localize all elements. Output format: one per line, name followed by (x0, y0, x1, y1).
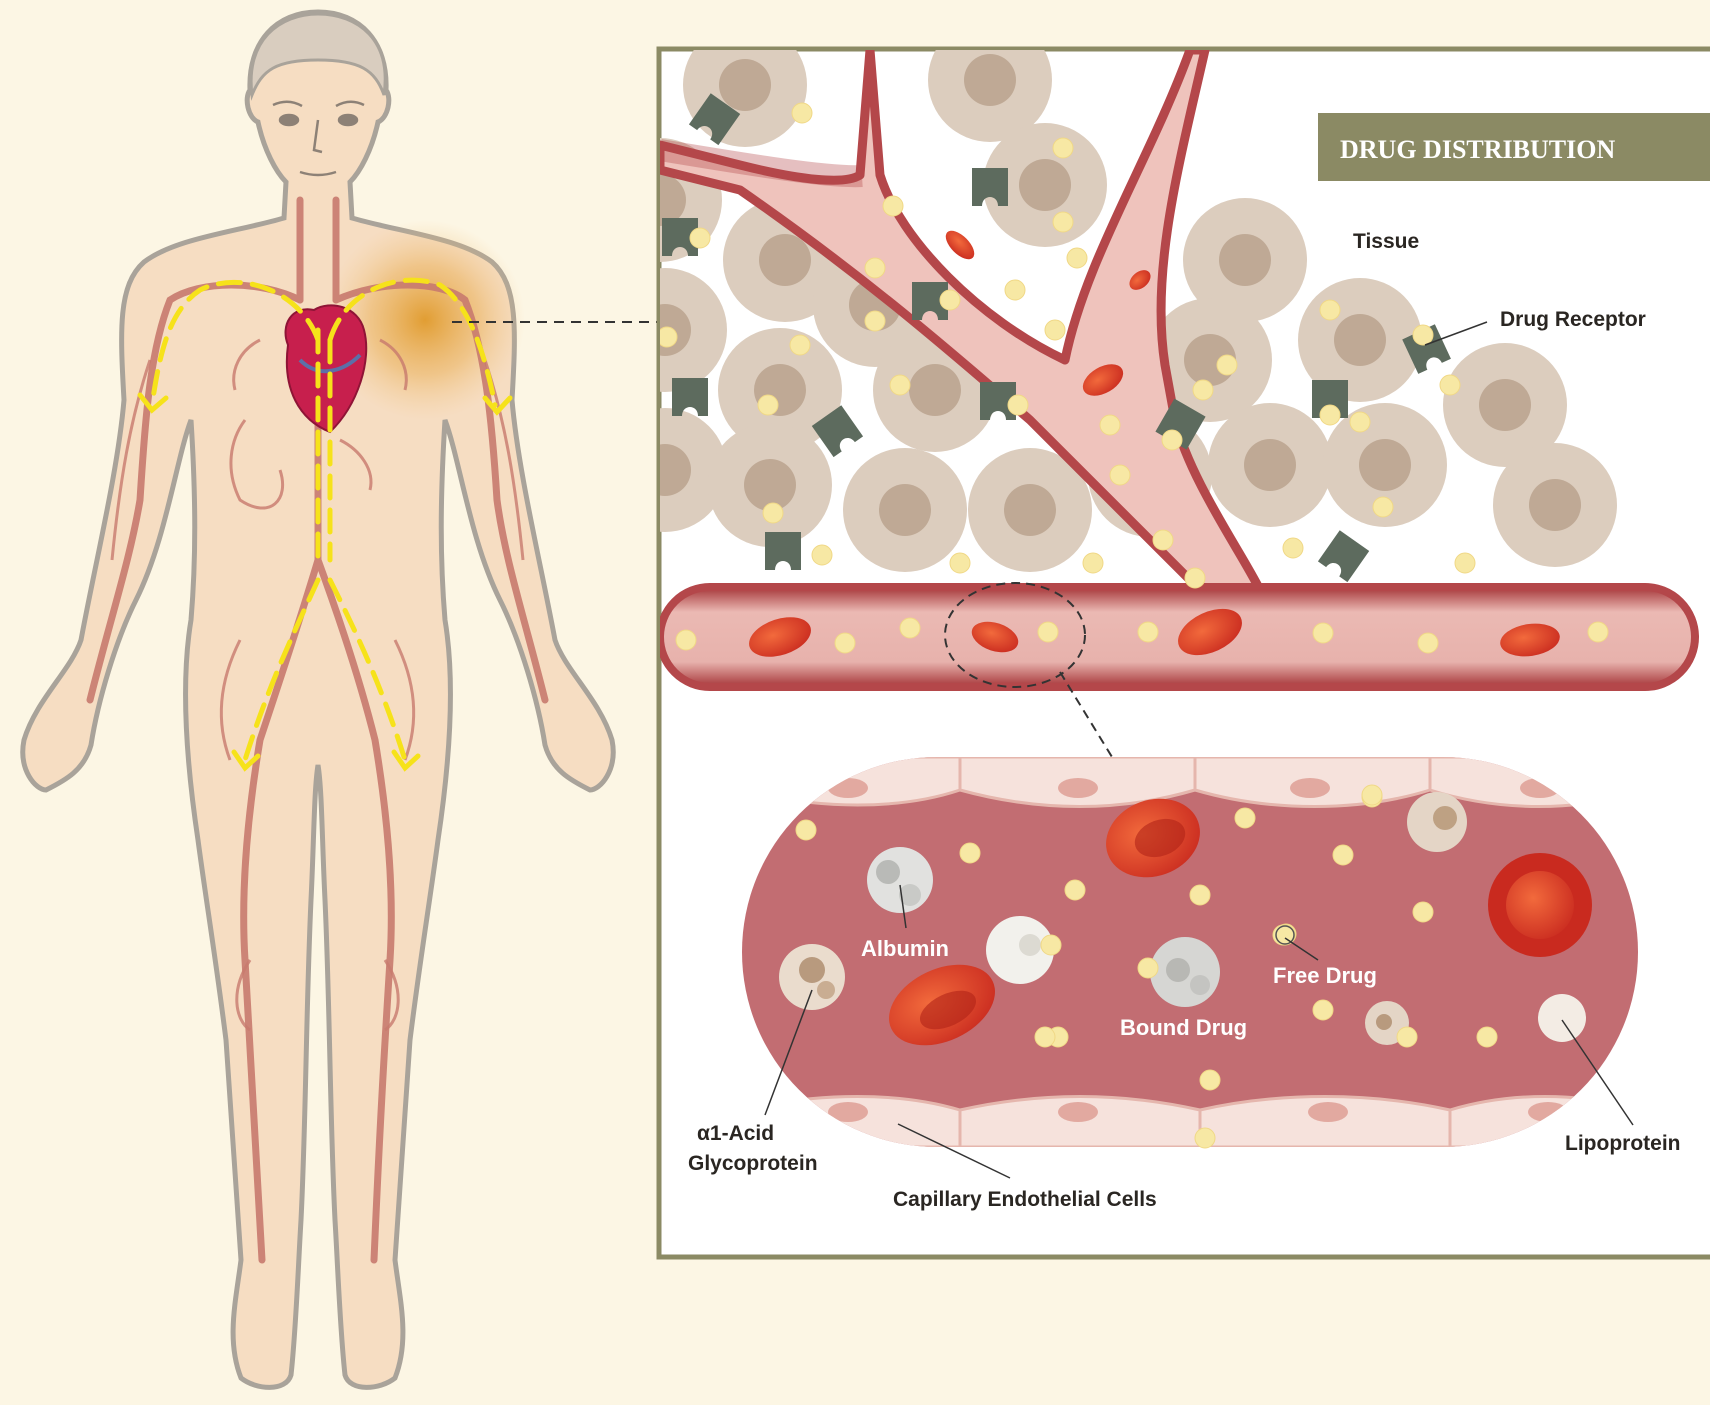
label-bound-drug: Bound Drug (1120, 1015, 1247, 1040)
label-albumin: Albumin (861, 936, 949, 961)
label-tissue: Tissue (1353, 230, 1419, 253)
label-glycoprotein: Glycoprotein (688, 1152, 818, 1175)
label-free-drug: Free Drug (1273, 963, 1377, 988)
page-title: DRUG DISTRIBUTION (1340, 135, 1615, 164)
label-drug-receptor: Drug Receptor (1500, 308, 1646, 331)
label-lipoprotein: Lipoprotein (1565, 1132, 1680, 1155)
label-a1-acid: α1-Acid (697, 1122, 774, 1145)
label-capillary: Capillary Endothelial Cells (893, 1188, 1157, 1211)
human-body-figure (23, 12, 613, 1387)
drug-distribution-panel: DRUG DISTRIBUTION Tissue Drug Receptor α… (598, 18, 1710, 1257)
lipoprotein (1538, 994, 1586, 1042)
